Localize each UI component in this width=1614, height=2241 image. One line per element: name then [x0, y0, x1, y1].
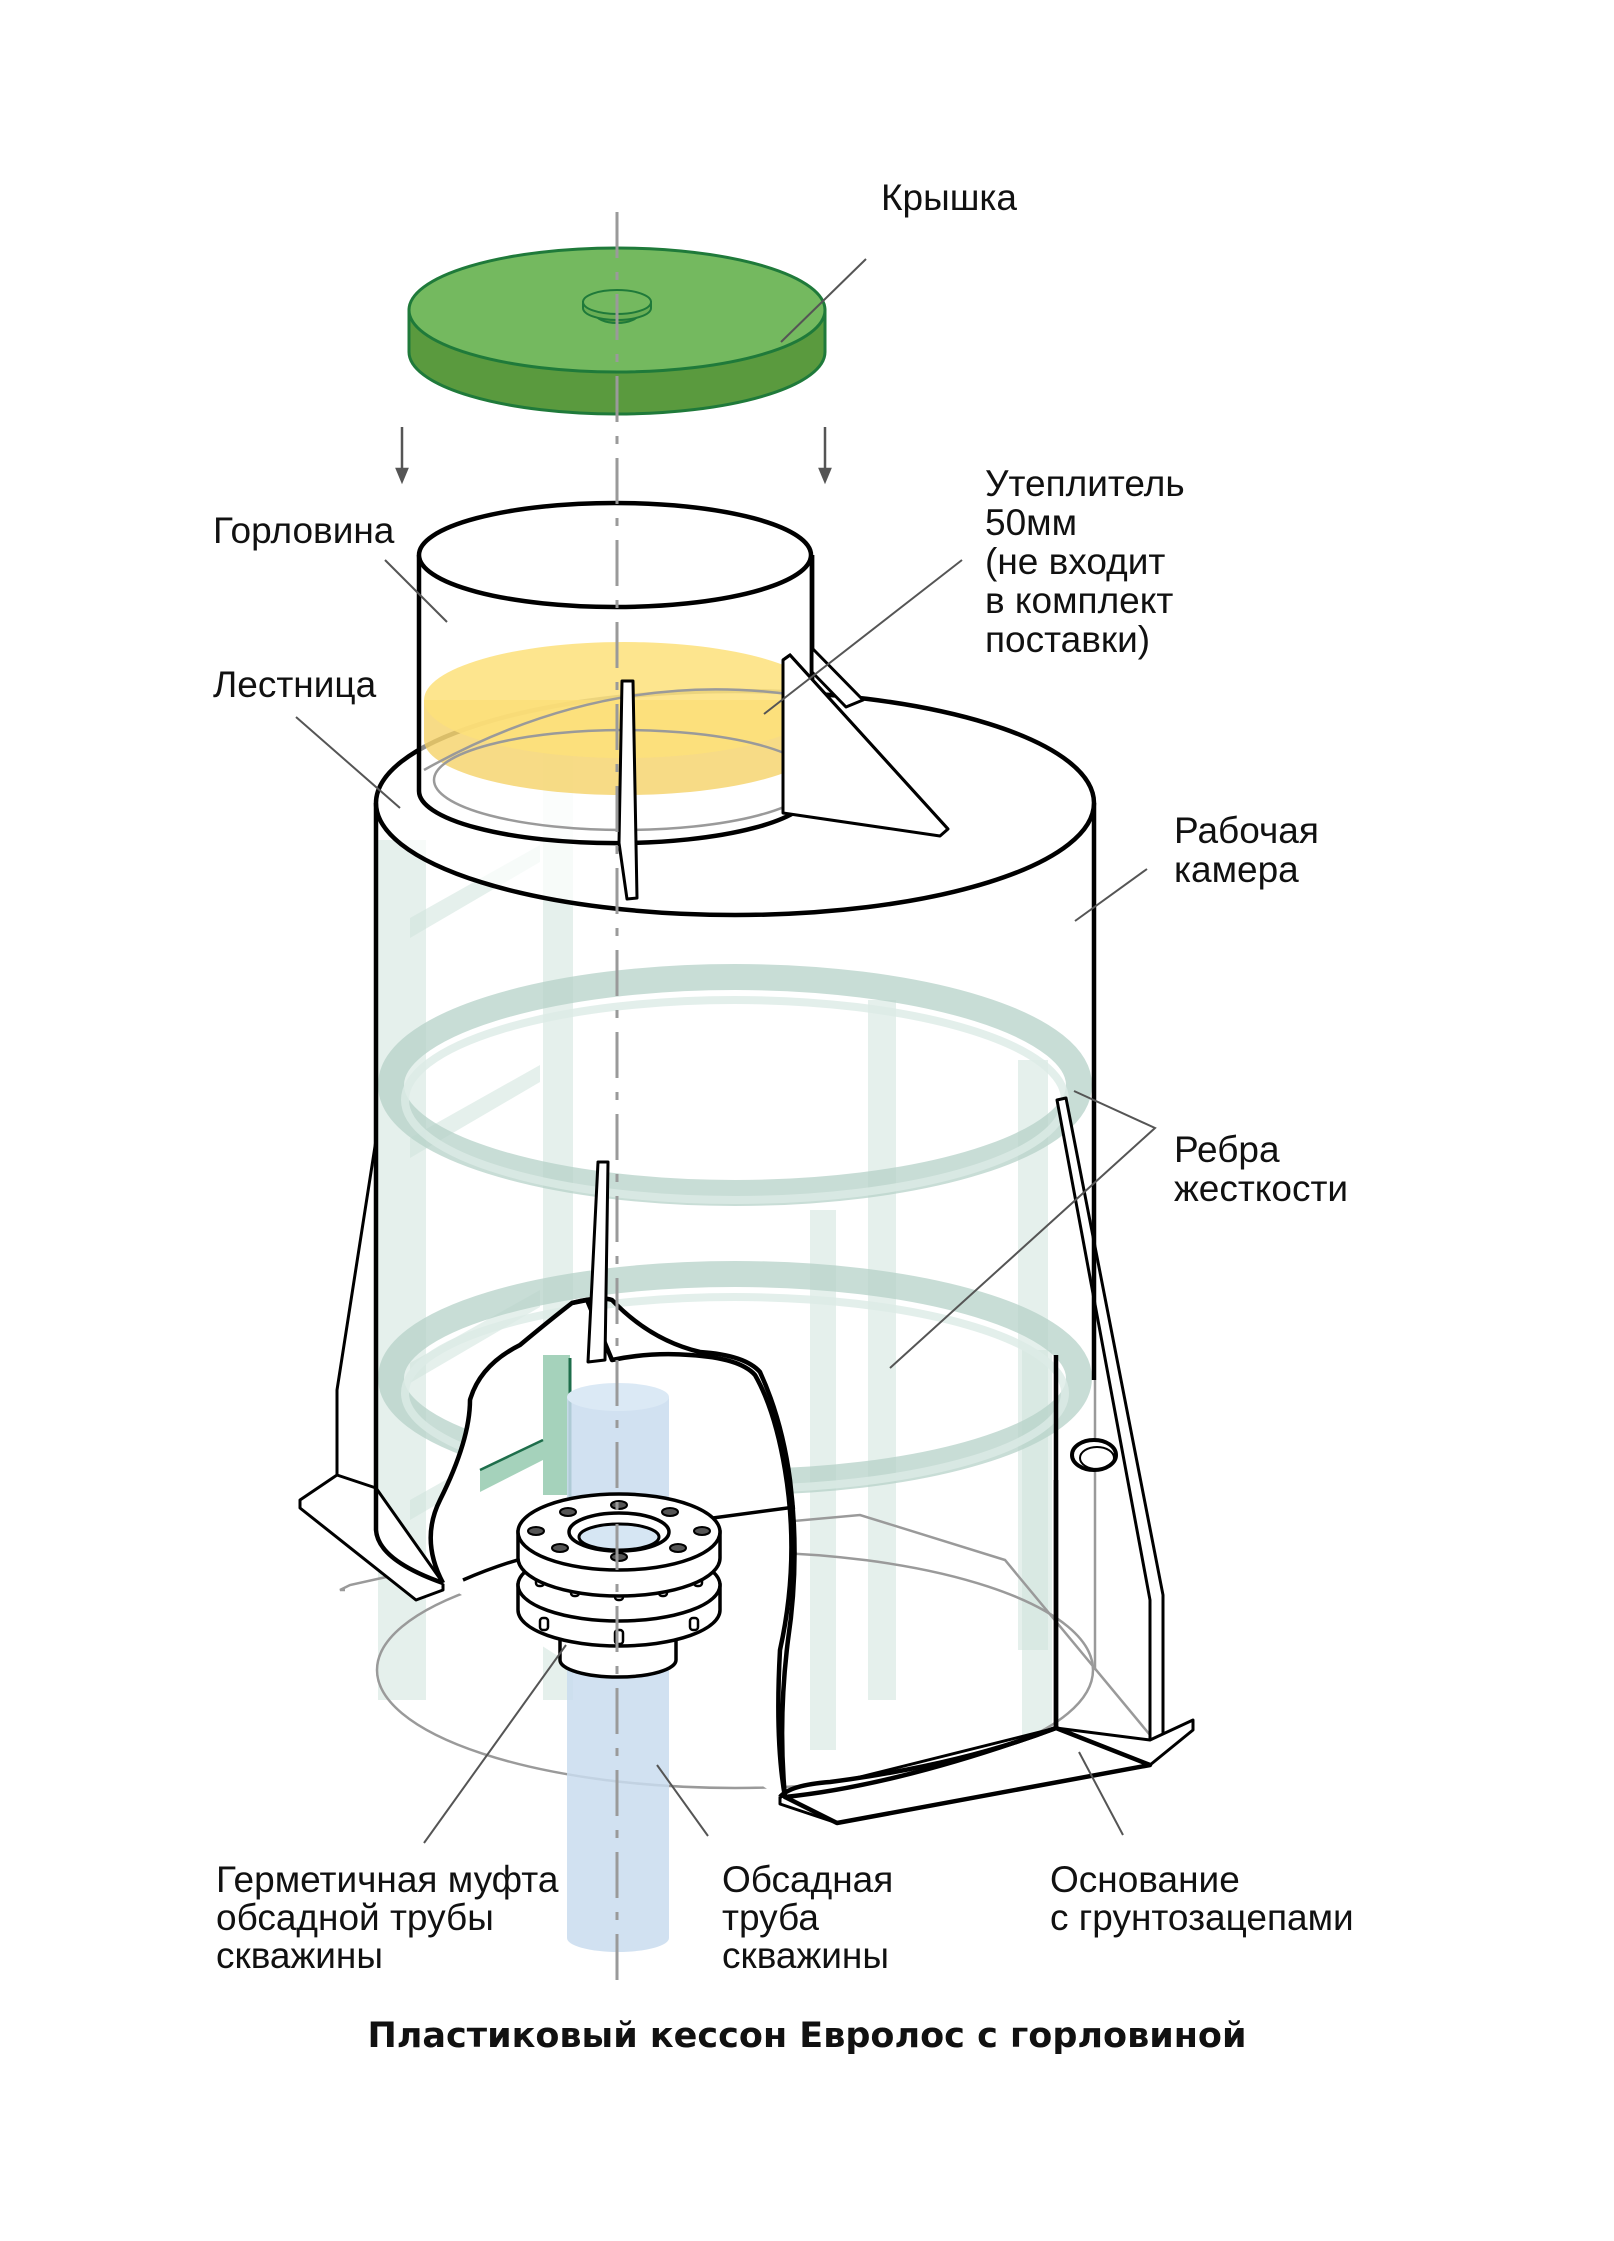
label-coupling-line: Герметичная муфта [216, 1859, 559, 1900]
label-insulation-line: поставки) [985, 619, 1150, 660]
bolt-hole-icon [693, 1526, 711, 1536]
sealed-coupling [516, 1492, 722, 1679]
diagram-title: Пластиковый кессон Евролос с горловиной [368, 2016, 1247, 2056]
bolt-hole-icon [610, 1500, 628, 1510]
label-chamber: Рабочая камера [1174, 810, 1319, 890]
leader-neck [384, 559, 448, 623]
label-base: Основание с грунтозацепами [1050, 1859, 1354, 1938]
label-ribs-line: жесткости [1174, 1168, 1348, 1209]
ladder-rung-visible [480, 1440, 543, 1492]
label-casing-line: Обсадная [722, 1859, 893, 1900]
coupling-bore-inner [577, 1522, 661, 1552]
leader-lid [780, 258, 867, 343]
chamber-shell [298, 688, 1195, 1826]
bolt-hole-icon [610, 1552, 628, 1562]
flange-bolt-holes [527, 1500, 711, 1562]
rib-vertical [868, 1000, 896, 1700]
fin-front [617, 679, 639, 901]
label-coupling-line: скважины [216, 1935, 383, 1976]
chamber-wall-left [373, 803, 444, 1586]
fin-back [810, 646, 865, 709]
bolt-hole-icon [661, 1507, 679, 1517]
label-insulation-line: 50мм [985, 502, 1077, 543]
fin-gusset-plate [782, 653, 950, 831]
neck-top [416, 500, 814, 610]
label-chamber-line: камера [1174, 849, 1299, 890]
arrow-left-head-icon [395, 467, 409, 485]
ladder-rung-visible-edge [479, 1438, 544, 1472]
label-ribs-line: Ребра [1174, 1129, 1280, 1170]
leader-lines [295, 258, 1157, 1844]
bolt-hole-icon [669, 1543, 687, 1553]
label-neck: Горловина [213, 510, 395, 551]
deck-fins [617, 646, 950, 901]
bolt-icon [688, 1616, 700, 1632]
label-chamber-line: Рабочая [1174, 810, 1319, 851]
label-casing: Обсадная труба скважины [722, 1859, 893, 1976]
bolt-icon [538, 1616, 550, 1632]
fin-center-lower [586, 1160, 610, 1364]
label-casing-line: скважины [722, 1935, 889, 1976]
leader-casing [656, 1764, 709, 1837]
leader-ladder [295, 716, 401, 809]
cutaway-front [571, 1296, 1059, 1800]
bolt-hole-icon [551, 1543, 569, 1553]
label-coupling-line: обсадной трубы [216, 1897, 494, 1938]
bolt-hole-icon [559, 1507, 577, 1517]
leader-insulation [763, 559, 963, 715]
ladder-rail-visible [543, 1355, 570, 1495]
leader-ribs [889, 1090, 1157, 1369]
bolt-hole-icon [527, 1526, 545, 1536]
assembly-arrows [395, 427, 832, 485]
leader-base [1078, 1751, 1124, 1836]
label-coupling: Герметичная муфта обсадной трубы скважин… [216, 1859, 559, 1976]
labels: Крышка Горловина Лестница Утеплитель 50м… [213, 177, 1354, 2056]
leader-chamber [1074, 868, 1148, 922]
label-insulation-line: (не входит [985, 541, 1165, 582]
arrow-right-head-icon [818, 467, 832, 485]
label-ribs: Ребра жесткости [1174, 1129, 1348, 1209]
label-insulation: Утеплитель 50мм (не входит в комплект по… [985, 463, 1185, 660]
label-lid: Крышка [881, 177, 1017, 218]
leader-coupling [423, 1644, 567, 1844]
label-ladder: Лестница [213, 664, 377, 705]
fin-right [1055, 1096, 1165, 1747]
label-insulation-line: Утеплитель [985, 463, 1185, 504]
label-insulation-line: в комплект [985, 580, 1173, 621]
label-casing-line: труба [722, 1897, 819, 1938]
chamber-hole-inner [1079, 1446, 1115, 1470]
stiffening-ring-upper [378, 964, 1092, 1206]
fin-left [335, 1138, 378, 1490]
label-base-line: с грунтозацепами [1050, 1897, 1354, 1938]
label-base-line: Основание [1050, 1859, 1240, 1900]
